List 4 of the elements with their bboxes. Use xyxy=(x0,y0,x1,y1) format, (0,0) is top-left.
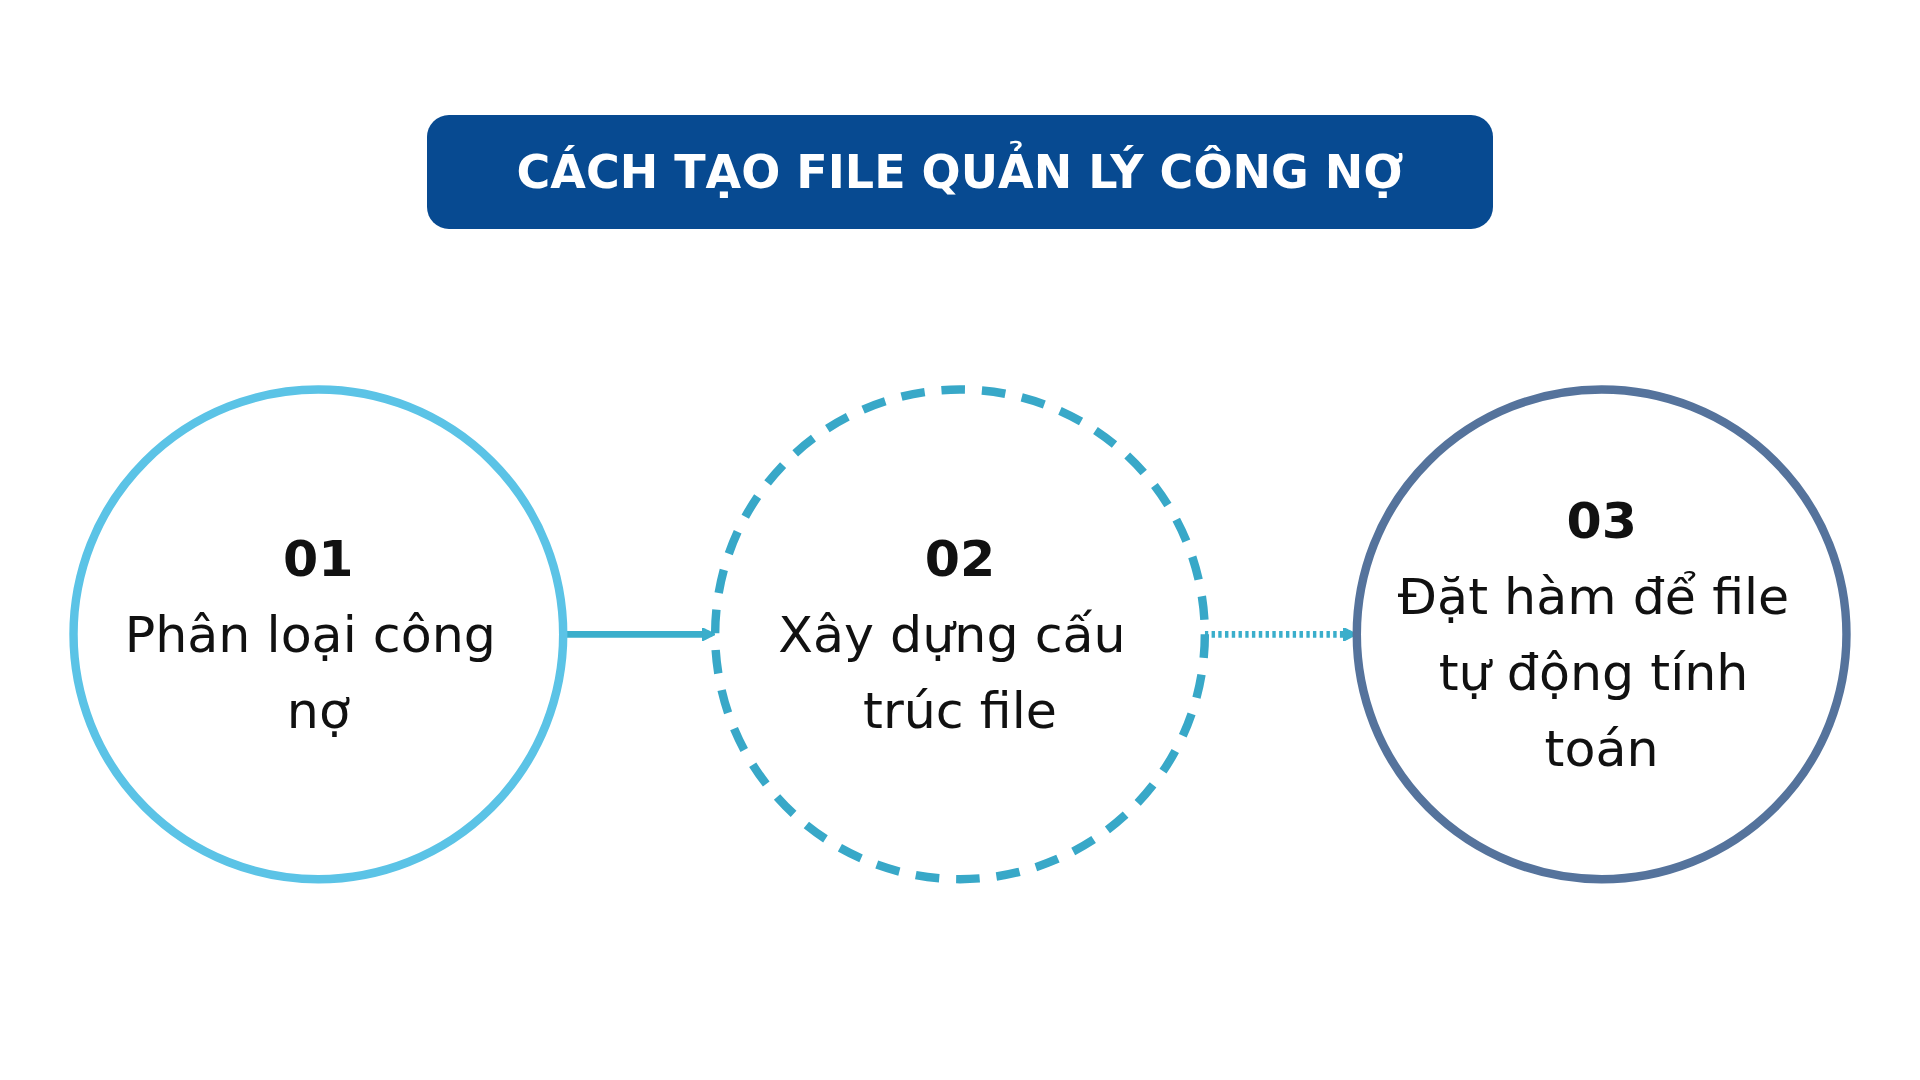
node-circle: 02 Xây dựng cấu trúc file xyxy=(710,385,1210,884)
node-circle: 03 Đặt hàm để file tự động tính toán xyxy=(1352,385,1851,884)
node-circle: 01 Phân loại công nợ xyxy=(69,385,568,884)
title-banner: CÁCH TẠO FILE QUẢN LÝ CÔNG NỢ xyxy=(426,115,1494,229)
